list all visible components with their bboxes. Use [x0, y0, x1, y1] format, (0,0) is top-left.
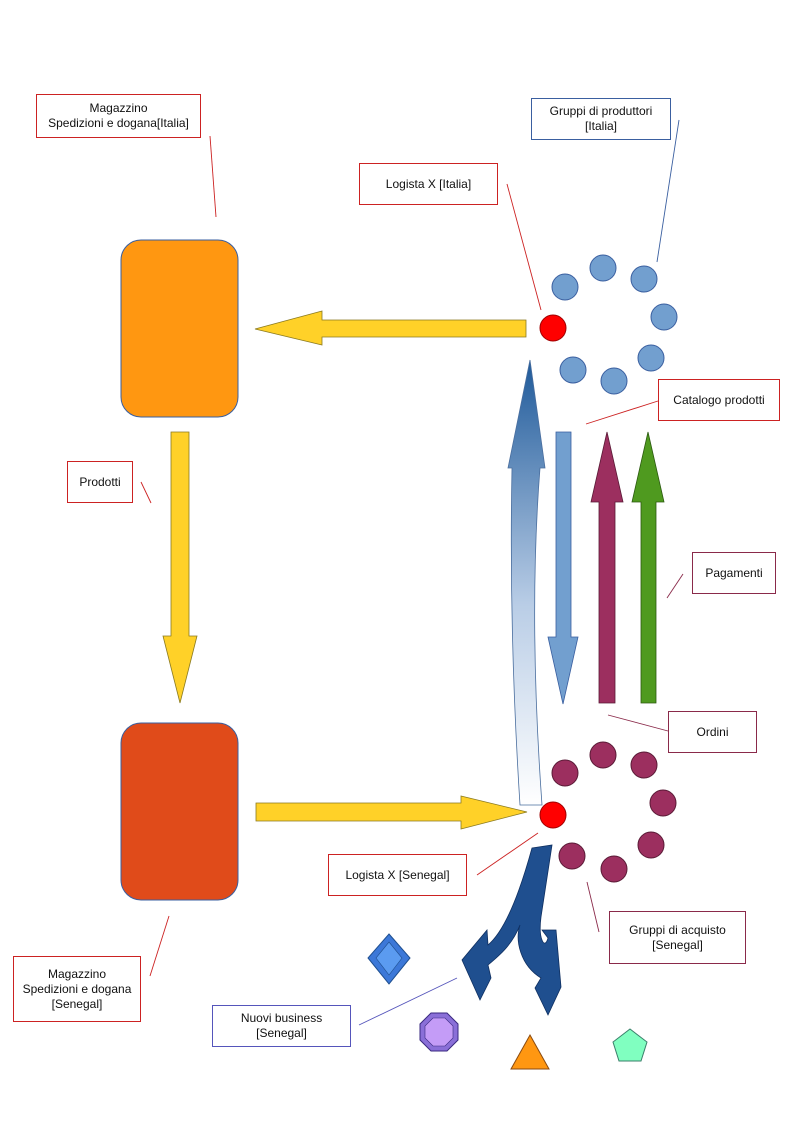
payment-arrow-green	[631, 431, 665, 704]
triangle-icon	[510, 1033, 550, 1070]
payment-arrow-purple	[590, 431, 624, 704]
label-magazzino-senegal: Magazzino Spedizioni e dogana [Senegal]	[13, 956, 141, 1022]
logista-senegal-dot	[539, 801, 567, 829]
warehouse-italia-box	[120, 239, 239, 418]
connector-lines	[140, 119, 684, 1026]
label-nuovi-business: Nuovi business [Senegal]	[212, 1005, 351, 1047]
arrow-warehouse-senegal-to-logista	[255, 795, 528, 830]
label-logista-senegal: Logista X [Senegal]	[328, 854, 467, 896]
label-logista-italia: Logista X [Italia]	[359, 163, 498, 205]
arrow-warehouse-italia-to-senegal	[162, 431, 198, 704]
arrow-logista-to-warehouse-italia	[254, 310, 527, 346]
label-ordini: Ordini	[668, 711, 757, 753]
label-gruppi-produttori: Gruppi di produttori [Italia]	[531, 98, 671, 140]
producer-dots	[551, 254, 678, 395]
logista-italia-dot	[539, 314, 567, 342]
label-catalogo-prodotti: Catalogo prodotti	[658, 379, 780, 421]
label-prodotti: Prodotti	[67, 461, 133, 503]
label-gruppi-acquisto: Gruppi di acquisto [Senegal]	[609, 911, 746, 964]
pentagon-icon	[612, 1028, 648, 1062]
new-business-arrow	[461, 844, 562, 1016]
label-magazzino-italia: Magazzino Spedizioni e dogana[Italia]	[36, 94, 201, 138]
curved-return-arrow	[507, 359, 546, 806]
octagon-icon	[419, 1012, 459, 1052]
label-pagamenti: Pagamenti	[692, 552, 776, 594]
buyer-dots	[551, 741, 677, 883]
warehouse-senegal-box	[120, 722, 239, 901]
diamond-icon	[367, 933, 411, 985]
catalog-arrow	[547, 431, 579, 705]
